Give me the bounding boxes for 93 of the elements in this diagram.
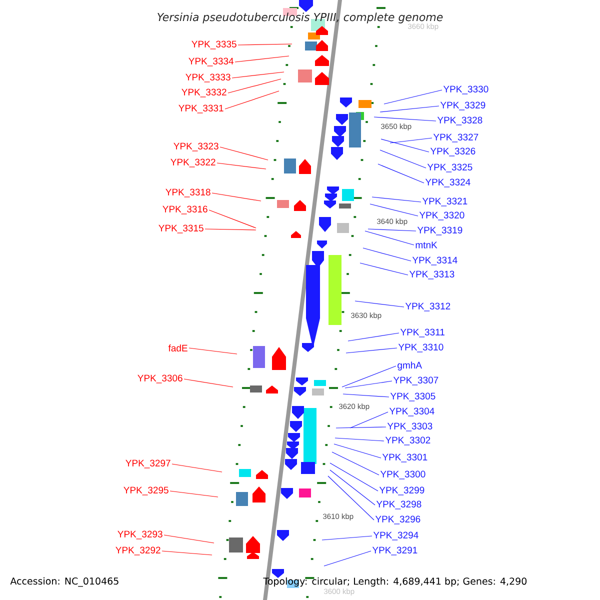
leader-line [350, 412, 388, 428]
gene-label: YPK_3301 [382, 454, 428, 462]
gene-label: YPK_3318 [166, 188, 210, 198]
leader-line [228, 78, 282, 94]
gene-label: YPK_3327 [433, 134, 478, 142]
leader-line [216, 162, 266, 170]
gene-label: YPK_3303 [387, 422, 432, 432]
gene-label: mtnK [416, 242, 438, 248]
gene-label: YPK_3332 [182, 88, 226, 98]
leader-line [188, 348, 238, 354]
leader-line [204, 228, 256, 230]
leader-line [368, 228, 416, 232]
gene-label: YPK_3334 [188, 58, 234, 66]
leader-line [378, 164, 424, 184]
gene-label: YPK_3299 [379, 486, 424, 496]
leader-line [344, 380, 392, 388]
leader-line [172, 464, 222, 472]
leader-line [328, 476, 374, 520]
leader-line [336, 426, 386, 428]
gene-label: YPK_3321 [422, 198, 468, 206]
leader-line [380, 150, 426, 168]
leader-line [334, 444, 382, 458]
leader-line [348, 332, 400, 342]
leader-line [162, 550, 212, 556]
gene-label: YPK_3319 [417, 226, 462, 236]
gene-label: YPK_3297 [126, 460, 170, 468]
leader-line [224, 90, 280, 110]
gene-label: gmhA [398, 362, 422, 370]
gene-label: YPK_3311 [400, 328, 444, 338]
leader-line [208, 210, 256, 228]
gene-label: YPK_3307 [393, 376, 438, 386]
gene-label: YPK_3325 [427, 164, 472, 172]
gene-label: YPK_3310 [398, 344, 444, 352]
gene-label: fadE [168, 344, 188, 352]
leader-line [332, 452, 380, 476]
gene-label: YPK_3330 [443, 86, 488, 94]
gene-label: YPK_3326 [430, 148, 476, 156]
gene-label: YPK_3292 [116, 546, 160, 556]
leader-line [324, 550, 372, 566]
title: Yersinia pseudotuberculosis YPIII, complete genome [158, 12, 443, 24]
genome-stats-text: Topology: circular; Length: 4,689,441 bp; Genes: 4,290 [263, 577, 527, 587]
leader-line [390, 138, 432, 144]
leader-line [170, 490, 218, 498]
gene-label: YPK_3293 [118, 530, 162, 540]
leader-line [346, 348, 398, 354]
leader-line [342, 394, 390, 398]
leader-line [342, 366, 396, 388]
leader-line [330, 462, 378, 492]
leader-line [380, 106, 440, 112]
gene-label: YPK_3315 [158, 224, 204, 234]
gene-label: YPK_3294 [373, 532, 418, 540]
gene-label: YPK_3313 [409, 270, 454, 280]
gene-label: YPK_3296 [375, 516, 420, 524]
gene-label: YPK_3302 [385, 436, 430, 446]
leader-line [362, 248, 412, 262]
gene-label: YPK_3335 [192, 40, 236, 50]
leader-line [334, 438, 384, 442]
gene-label: YPK_3306 [138, 374, 182, 384]
accession-text: Accession: NC_010465 [10, 577, 118, 587]
leader-line [232, 72, 284, 78]
leader-line [330, 470, 376, 506]
gene-label: YPK_3320 [419, 212, 464, 220]
gene-label: YPK_3323 [174, 142, 218, 152]
leader-line [220, 146, 268, 160]
gene-label: YPK_3333 [186, 74, 230, 82]
gene-label: YPK_3314 [412, 256, 458, 266]
gene-label: YPK_3328 [437, 116, 482, 126]
gene-label: YPK_3291 [372, 546, 418, 556]
leader-line [322, 536, 372, 540]
leader-line [364, 230, 414, 246]
gene-label: YPK_3304 [389, 408, 434, 416]
leader-line [212, 192, 262, 202]
gene-label: YPK_3312 [405, 302, 450, 312]
gene-label: YPK_3331 [178, 104, 224, 114]
gene-label: YPK_3329 [440, 102, 486, 110]
leader-line [384, 90, 442, 104]
leader-line [184, 378, 234, 388]
gene-label: YPK_3324 [425, 178, 470, 188]
leader-line [374, 116, 436, 122]
leader-line [360, 262, 408, 276]
leader-line [380, 138, 430, 152]
leader-line [370, 204, 418, 216]
gene-label: YPK_3298 [376, 500, 422, 510]
gene-label: YPK_3295 [124, 486, 168, 496]
leader-line [164, 534, 214, 544]
gene-label: YPK_3316 [162, 206, 208, 214]
leader-line [372, 196, 422, 202]
gene-label: YPK_3300 [380, 470, 426, 480]
leader-line [354, 300, 404, 308]
gene-label: YPK_3322 [170, 158, 216, 168]
leader-line [234, 56, 290, 62]
leader-line [238, 44, 292, 46]
gene-label: YPK_3305 [390, 392, 436, 402]
